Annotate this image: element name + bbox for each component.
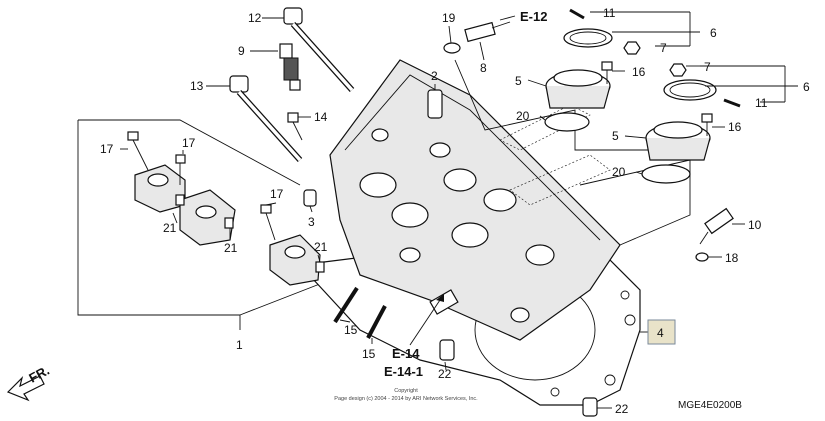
- bolt-16-b[interactable]: [701, 113, 713, 136]
- callout-20-b[interactable]: 20: [612, 165, 626, 179]
- dowel-pin-21-a[interactable]: [175, 194, 185, 206]
- callout-14[interactable]: 14: [314, 110, 328, 124]
- nut-7-a[interactable]: [623, 41, 641, 55]
- dowel-pin-22-a[interactable]: [439, 339, 455, 361]
- oring-20-b[interactable]: [641, 164, 691, 184]
- bearing-cap-b[interactable]: [179, 189, 236, 246]
- callout-16-a[interactable]: 16: [632, 65, 646, 79]
- callout-17-a[interactable]: 17: [100, 142, 114, 156]
- callout-13[interactable]: 13: [190, 79, 204, 93]
- callout-18[interactable]: 18: [725, 251, 739, 265]
- bolt-16-a[interactable]: [601, 61, 613, 84]
- callout-7-b[interactable]: 7: [704, 60, 711, 74]
- callout-11-a[interactable]: 11: [603, 6, 616, 20]
- washer-19[interactable]: [443, 42, 461, 54]
- bolt-17-a[interactable]: [127, 131, 149, 171]
- pin-3[interactable]: [303, 189, 317, 207]
- bearing-cap-c[interactable]: [269, 234, 321, 286]
- callout-21-b[interactable]: 21: [224, 241, 238, 255]
- copyright-title: Copyright: [394, 388, 418, 394]
- leader-lines: [120, 11, 798, 409]
- ref-e14[interactable]: E-14: [392, 346, 420, 361]
- bolt-11-b[interactable]: [723, 98, 741, 108]
- spark-plug-9[interactable]: [279, 43, 301, 91]
- callout-17-b[interactable]: 17: [182, 136, 196, 150]
- callout-15-b[interactable]: 15: [362, 347, 376, 361]
- callout-7-a[interactable]: 7: [660, 41, 667, 55]
- callout-2[interactable]: 2: [431, 69, 438, 83]
- clamp-6-a[interactable]: [563, 28, 613, 48]
- group-1-outline: [77, 119, 331, 330]
- bolt-11-a[interactable]: [569, 8, 585, 20]
- callout-21-c[interactable]: 21: [314, 240, 328, 254]
- callout-21-a[interactable]: 21: [163, 221, 177, 235]
- dowel-2[interactable]: [427, 89, 443, 119]
- callout-6-b[interactable]: 6: [803, 80, 810, 94]
- cylinder-head[interactable]: [329, 59, 621, 341]
- dowel-pin-21-b[interactable]: [224, 217, 234, 229]
- callout-22-b[interactable]: 22: [615, 402, 629, 416]
- callout-17-c[interactable]: 17: [270, 187, 284, 201]
- stud-bolt-15-b[interactable]: [366, 305, 387, 339]
- oring-20-a[interactable]: [544, 112, 590, 132]
- intake-assembly-outline: [454, 59, 691, 246]
- bolt-17-b[interactable]: [175, 154, 186, 185]
- bearing-cap-a[interactable]: [134, 164, 186, 213]
- callout-22-a[interactable]: 22: [438, 367, 452, 381]
- callout-11-b[interactable]: 11: [755, 96, 768, 110]
- dowel-pin-21-c[interactable]: [315, 261, 325, 273]
- insulator-5-b[interactable]: [645, 121, 711, 161]
- nut-7-b[interactable]: [669, 63, 687, 77]
- clamp-6-b[interactable]: [663, 79, 717, 101]
- callout-labels: 12 9 13 14 17 17 17 21 21 21 3 2 19 8 11…: [100, 6, 810, 416]
- front-arrow-icon: [6, 375, 45, 402]
- callout-20-a[interactable]: 20: [516, 109, 530, 123]
- callout-10[interactable]: 10: [748, 218, 762, 232]
- diagram-code: MGE4E0200B: [678, 400, 742, 411]
- footer: Copyright Page design (c) 2004 - 2014 by…: [334, 388, 742, 411]
- callout-16-b[interactable]: 16: [728, 120, 742, 134]
- bolt-17-c[interactable]: [260, 204, 276, 241]
- bolt-14[interactable]: [287, 112, 303, 141]
- stud-bolt-15-a[interactable]: [333, 286, 359, 324]
- callout-5-b[interactable]: 5: [612, 129, 619, 143]
- reference-labels: E-12 E-14 E-14-1 FR.: [26, 9, 547, 386]
- callout-9[interactable]: 9: [238, 44, 245, 58]
- stud-bolt-12[interactable]: [283, 7, 355, 92]
- insulator-5-a[interactable]: [545, 69, 611, 109]
- part-4-highlight: [647, 319, 676, 345]
- dowel-pin-22-b[interactable]: [582, 397, 598, 417]
- callout-12[interactable]: 12: [248, 11, 262, 25]
- sensor-8[interactable]: [464, 21, 511, 43]
- reference-arrows: [409, 15, 516, 346]
- callout-3[interactable]: 3: [308, 215, 315, 229]
- ref-e12[interactable]: E-12: [520, 9, 547, 24]
- ref-e14-1[interactable]: E-14-1: [384, 364, 423, 379]
- callout-19[interactable]: 19: [442, 11, 456, 25]
- callout-8[interactable]: 8: [480, 61, 487, 75]
- callout-5-a[interactable]: 5: [515, 74, 522, 88]
- washer-18[interactable]: [695, 252, 709, 262]
- callout-15-a[interactable]: 15: [344, 323, 358, 337]
- callout-6-a[interactable]: 6: [710, 26, 717, 40]
- copyright-line: Page design (c) 2004 - 2014 by ARI Netwo…: [334, 396, 478, 402]
- temperature-sensor-10[interactable]: [699, 207, 734, 245]
- callout-4[interactable]: 4: [657, 326, 664, 340]
- callout-1[interactable]: 1: [236, 338, 243, 352]
- stud-bolt-13[interactable]: [229, 75, 303, 163]
